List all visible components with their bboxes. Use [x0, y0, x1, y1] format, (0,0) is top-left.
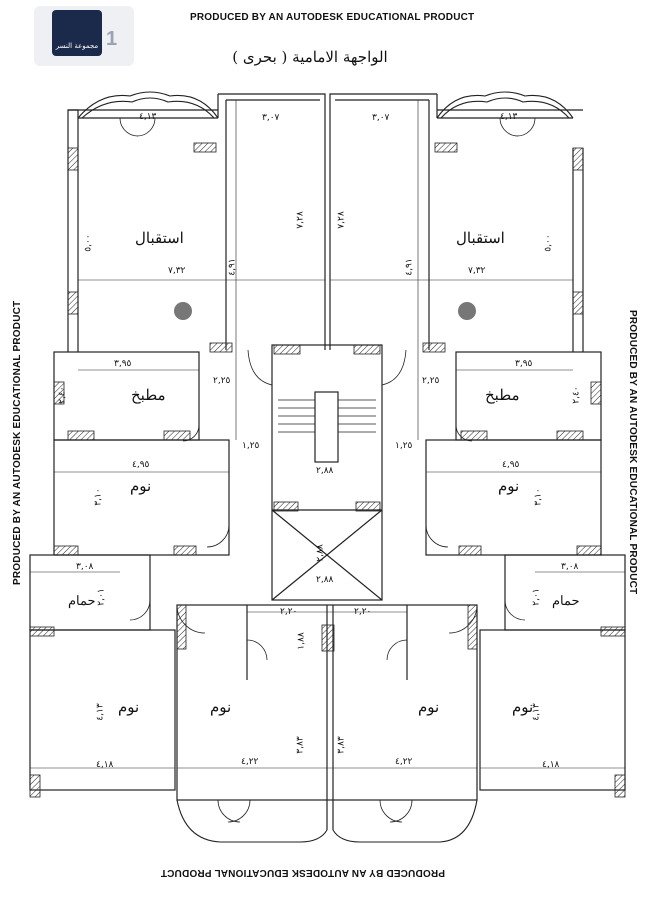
- logo-number: 1: [106, 28, 118, 50]
- logo-name: مجموعة النسر: [55, 42, 99, 50]
- dim-lower-width-left: ٤,١٨: [96, 760, 114, 770]
- room-label-bed-center-left: نوم: [210, 698, 232, 716]
- dim-kitchen-width-right: ٣,٩٥: [515, 359, 533, 369]
- dim-bed-height-left: ٣,١٠: [93, 488, 104, 506]
- dim-center-height-right: ٣,٨٣: [336, 736, 347, 754]
- dim-shaft-right: ٧,٢٨: [336, 211, 347, 229]
- room-label-bath-right: حمام: [552, 594, 580, 609]
- dim-reception-width-right: ٧,٣٢: [468, 266, 486, 276]
- dim-reception-height-right: ٥,٠٠: [543, 234, 554, 252]
- dim-lower-height-left: ٤,١٣: [95, 703, 106, 721]
- room-label-bed-lower-left: نوم: [118, 698, 140, 716]
- dim-center-height-left: ٣,٨٣: [295, 736, 306, 754]
- bay-windows: [77, 91, 574, 843]
- dim-reception-height-left: ٥,٠٠: [83, 234, 94, 252]
- dim-stair-width: ٢,٨٨: [316, 466, 334, 476]
- room-label-reception-right: استقبال: [456, 229, 505, 247]
- dim-stair-gap-right: ١,٢٥: [395, 441, 413, 451]
- dim-bay-left: ٤,١٣: [139, 112, 157, 122]
- room-label-bed-lower-right: نوم: [512, 698, 534, 716]
- dim-stair-gap-left: ١,٢٥: [242, 441, 260, 451]
- room-label-bed-upper-left: نوم: [130, 477, 152, 495]
- dim-bath-width-right: ٣,٠٨: [561, 562, 579, 572]
- plan-title: الواجهة الامامية ( بحرى ): [232, 48, 388, 66]
- dim-center-width-right: ٤,٢٢: [395, 757, 413, 767]
- dim-reception-depth-right: ٤,٩١: [404, 258, 415, 276]
- gas-points: [174, 302, 476, 320]
- dim-top-right: ٣,٠٧: [372, 113, 390, 123]
- watermark-left: PRODUCED BY AN AUTODESK EDUCATIONAL PROD…: [12, 300, 23, 585]
- column-hatches: [29, 142, 626, 798]
- logo: مجموعة النسر 1: [34, 6, 134, 66]
- room-label-bath-left: حمام: [68, 594, 96, 609]
- dim-bay-right: ٤,١٣: [500, 112, 518, 122]
- dim-bed-height-right: ٣,١٠: [533, 488, 544, 506]
- room-label-bed-upper-right: نوم: [498, 477, 520, 495]
- stair-treads: [278, 399, 376, 433]
- watermark-right: PRODUCED BY AN AUTODESK EDUCATIONAL PROD…: [627, 310, 638, 595]
- room-label-kitchen-right: مطبخ: [485, 386, 520, 404]
- dim-reception-depth-left: ٤,٩١: [227, 258, 238, 276]
- dim-stair-offset-left: ٢,٢٥: [213, 376, 231, 386]
- dim-kitchen-height-left: ٢,٤٠: [57, 386, 68, 404]
- dim-lift-height: ٢,٨٨: [315, 544, 326, 562]
- dim-kitchen-width-left: ٣,٩٥: [114, 359, 132, 369]
- eagle-logo-icon: [52, 10, 102, 56]
- dim-kitchen-height-right: ٢,٤٠: [571, 386, 582, 404]
- dim-shaft-left: ٧,٢٨: [295, 211, 306, 229]
- dim-lower-width-right: ٤,١٨: [542, 760, 560, 770]
- dim-bath-width-left: ٣,٠٨: [76, 562, 94, 572]
- dim-reception-width-left: ٧,٣٢: [168, 266, 186, 276]
- dim-corridor-right: ٢,٢٠: [354, 607, 372, 617]
- dim-bed-width-left: ٤,٩٥: [132, 460, 150, 470]
- dim-center-width-left: ٤,٢٢: [241, 757, 259, 767]
- watermark-bottom: PRODUCED BY AN AUTODESK EDUCATIONAL PROD…: [160, 867, 445, 878]
- dim-bed-width-right: ٤,٩٥: [502, 460, 520, 470]
- dimension-lines: [30, 100, 625, 769]
- dim-lift-width: ٢,٨٨: [316, 575, 334, 585]
- dim-bath-height-right: ٢,٠١: [531, 588, 542, 606]
- watermark-top: PRODUCED BY AN AUTODESK EDUCATIONAL PROD…: [190, 12, 475, 23]
- room-label-bed-center-right: نوم: [418, 698, 440, 716]
- room-label-kitchen-left: مطبخ: [131, 386, 166, 404]
- dim-stair-offset-right: ٢,٢٥: [422, 376, 440, 386]
- dim-bath-height-left: ٢,٠١: [96, 588, 107, 606]
- dim-corridor-left: ٢,٢٠: [280, 607, 298, 617]
- dim-top-left: ٣,٠٧: [262, 113, 280, 123]
- room-label-reception-left: استقبال: [135, 229, 184, 247]
- dim-corridor-height: ١,٨٨: [296, 632, 307, 650]
- dim-lower-height-right: ٤,١٣: [531, 703, 542, 721]
